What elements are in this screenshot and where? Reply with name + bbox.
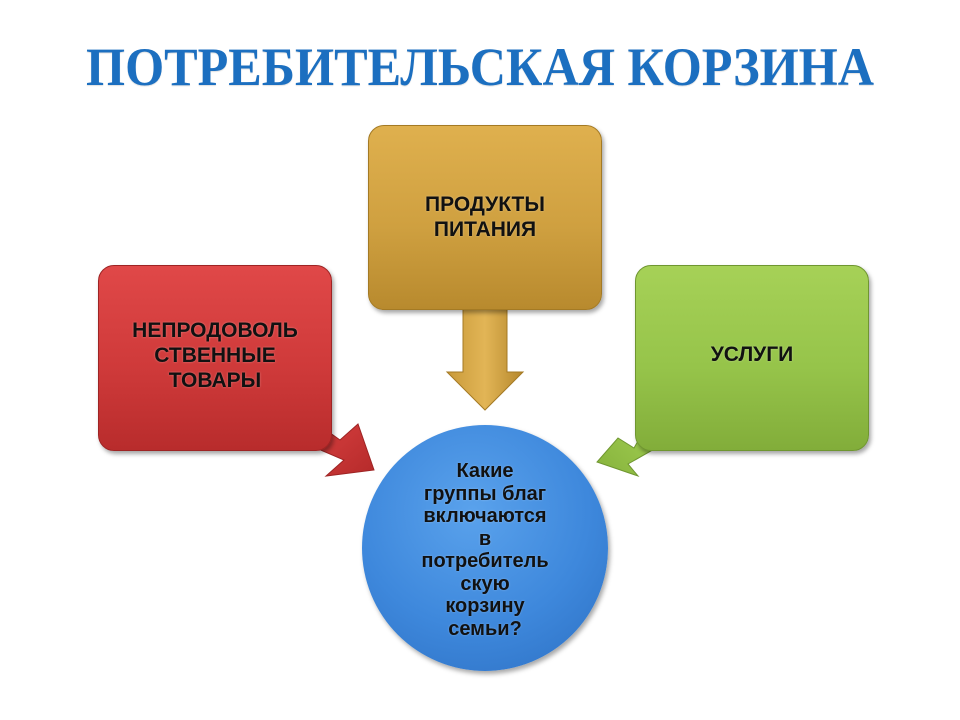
services-box-line: УСЛУГИ [710, 343, 794, 366]
question-line: скую [460, 572, 510, 595]
food-box-line: ПРОДУКТЫ [425, 193, 545, 216]
food-products-box: ПРОДУКТЫ ПИТАНИЯ [368, 125, 602, 310]
arrow-down-icon [445, 307, 525, 411]
nonfood-box-line: НЕПРОДОВОЛЬ [132, 319, 298, 342]
question-line: группы благ [423, 482, 547, 505]
question-line: Какие [456, 460, 514, 482]
question-line: включаются [423, 505, 547, 527]
nonfood-box-line: СТВЕННЫЕ [154, 344, 276, 367]
question-line: семьи? [448, 617, 522, 640]
page-title: ПОТРЕБИТЕЛЬСКАЯ КОРЗИНА [86, 37, 874, 97]
non-food-goods-box: НЕПРОДОВОЛЬ СТВЕННЫЕ ТОВАРЫ [98, 265, 332, 451]
question-line: в [478, 527, 492, 550]
food-box-line: ПИТАНИЯ [433, 218, 537, 241]
nonfood-box-line: ТОВАРЫ [168, 369, 262, 392]
central-question-circle: Какие группы благ включаются в потребите… [362, 425, 608, 671]
question-line: корзину [445, 595, 525, 617]
services-box: УСЛУГИ [635, 265, 869, 451]
question-line: потребитель [421, 550, 549, 572]
